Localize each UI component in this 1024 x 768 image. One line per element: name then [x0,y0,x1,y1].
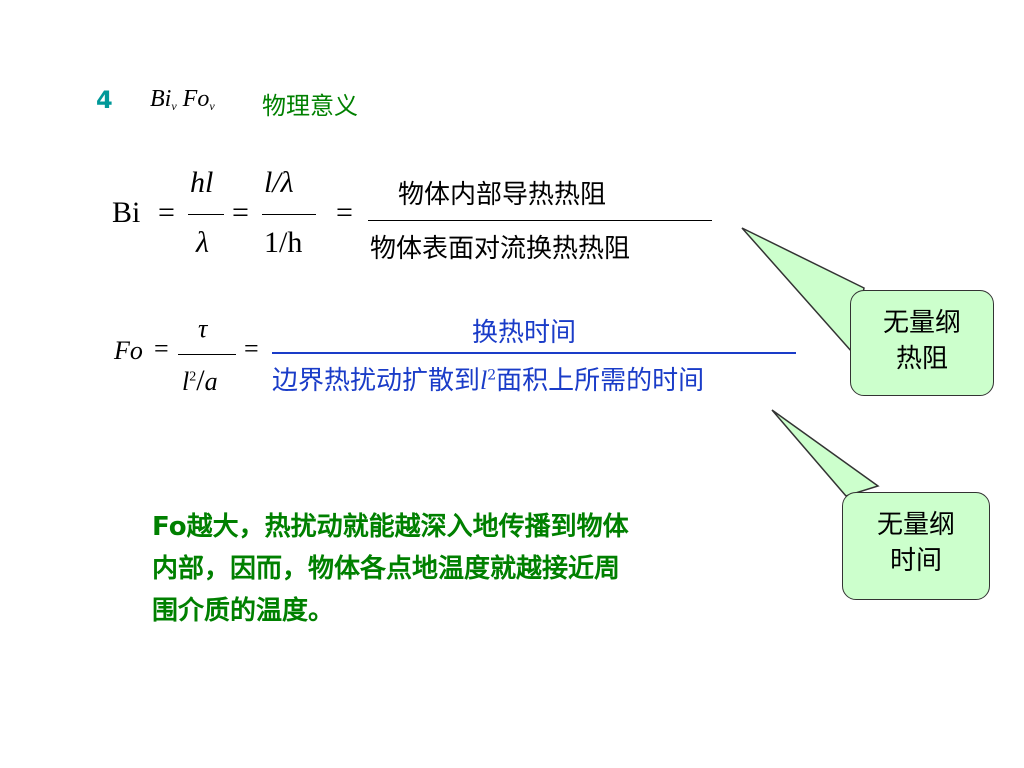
paragraph-line-1: Fo越大，热扰动就能越深入地传播到物体 [152,506,792,548]
title-bi-sub: v [171,99,177,113]
fo-explanation-paragraph: Fo越大，热扰动就能越深入地传播到物体 内部，因而，物体各点地温度就越接近周 围… [152,506,792,632]
callout-dimensionless-time: 无量纲 时间 [842,492,990,600]
paragraph-line-2: 内部，因而，物体各点地温度就越接近周 [152,554,621,584]
paragraph-lead: Fo [152,512,187,542]
section-number: 4 [96,86,113,114]
fo-eq1: = [154,334,169,363]
bi-frac2-bar [262,214,316,215]
fo-frac2-den-a: 边界热扰动扩散到 [272,366,481,396]
bi-frac2-den: 1/h [264,226,303,259]
fo-frac1-den-sup: 2 [189,369,197,385]
title-fo-sub: v [209,99,215,113]
title-bi: Bi [150,86,172,112]
title-fo: Fo [182,86,210,112]
bi-lhs: Bi [112,196,141,229]
fo-frac2-den-b: 面积上所需的时间 [496,366,705,396]
fo-frac2-den-sup: 2 [487,367,497,384]
resistance-pointer [741,227,865,354]
fo-frac2-bar [272,352,796,354]
callout-resistance-line1: 无量纲 [882,308,961,338]
fo-lhs: Fo [114,336,143,365]
callout-resistance-line2: 热阻 [895,344,948,374]
fo-frac1-bar [178,354,236,355]
fo-eq2: = [244,334,259,363]
time-pointer [771,409,880,497]
bi-eq3: = [336,196,353,229]
bi-frac3-num: 物体内部导热热阻 [398,180,607,210]
callout-time-line2: 时间 [889,546,942,576]
paragraph-line-3: 围介质的温度。 [152,596,335,626]
callout-dimensionless-resistance: 无量纲 热阻 [850,290,994,396]
bi-frac3-den: 物体表面对流换热热阻 [370,234,631,264]
bi-frac2-num: l/λ [264,166,294,199]
bi-eq1: = [158,196,175,229]
fo-frac1-num: τ [198,314,208,343]
bi-frac1-den: λ [196,226,209,259]
fo-frac1-den: l2/a [182,364,218,398]
fo-frac1-den-slash: / [196,364,205,397]
fo-frac1-den-l: l [182,367,190,396]
bi-frac1-num: hl [190,166,214,199]
paragraph-line-1-text: 越大，热扰动就能越深入地传播到物体 [186,512,629,542]
fo-frac2-num: 换热时间 [472,318,577,348]
fo-frac2-den: 边界热扰动扩散到l2面积上所需的时间 [272,360,704,397]
bi-eq2: = [232,196,249,229]
callout-time-line1: 无量纲 [876,510,955,540]
fo-frac1-den-a: a [204,367,218,396]
bi-frac1-bar [188,214,224,215]
title-formula: Biv Fov [150,86,215,114]
title-text: 物理意义 [262,92,358,120]
bi-frac3-bar [368,220,712,221]
fo-frac2-den-l: l [480,366,488,395]
